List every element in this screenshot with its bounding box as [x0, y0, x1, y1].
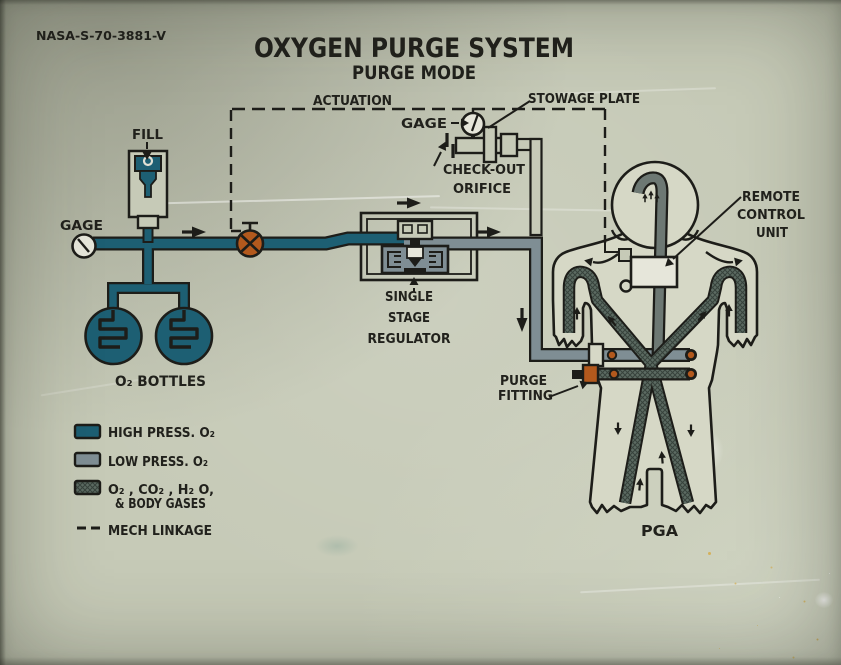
legend-swatch-body-gas [73, 479, 102, 496]
legend-swatch-low-press [73, 451, 102, 468]
checkout-gauge-assembly [445, 108, 519, 164]
remote-control-unit [603, 109, 679, 293]
legend-label-low-press: LOW PRESS. O₂ [108, 454, 208, 470]
label-rcu-3: UNIT [756, 225, 789, 241]
valve-linkage-dashed-line [229, 110, 241, 233]
label-actuation: ACTUATION [313, 93, 392, 109]
diagram-title: OXYGEN PURGE SYSTEM [254, 33, 574, 64]
flow-arrows [182, 190, 744, 491]
gauge-needle [470, 113, 480, 132]
stowage-plate [482, 125, 498, 164]
label-rcu-1: REMOTE [742, 189, 800, 205]
label-regulator-1: SINGLE [385, 289, 433, 305]
heat-exchanger-coil [169, 310, 199, 349]
purge-fitting [581, 363, 600, 385]
legend-label-body-gas-2: & BODY GASES [115, 496, 206, 512]
stowage-pointer [487, 100, 531, 129]
shutoff-valve [235, 221, 265, 258]
shoulder-arrow-right [705, 251, 734, 264]
label-fill: FILL [132, 127, 163, 143]
o2-bottle-left [84, 306, 143, 366]
label-gage-left: GAGE [60, 218, 103, 234]
spring-right [429, 251, 443, 268]
valve-handle [242, 221, 258, 230]
film-blotch [815, 592, 833, 608]
legend-label-mech-linkage: MECH LINKAGE [108, 523, 212, 539]
connector-block [499, 132, 519, 158]
label-stowage-plate: STOWAGE PLATE [528, 91, 640, 107]
helmet-feed-duct [631, 171, 669, 358]
tank-pressure-gauge [71, 233, 97, 259]
duct-nozzle [608, 368, 620, 380]
regulator-mechanism [380, 219, 450, 275]
label-regulator-3: REGULATOR [368, 331, 452, 347]
checkout-line [514, 137, 543, 237]
legend-swatch-high-press [73, 423, 102, 440]
spring-left [387, 251, 401, 268]
photo-id: NASA-S-70-3881-V [36, 28, 166, 43]
waist-fittings [572, 342, 697, 385]
label-purge-1: PURGE [500, 373, 547, 389]
purge-pointer [548, 385, 579, 398]
neck-curl-left [610, 229, 629, 241]
film-specks [708, 552, 711, 555]
high-press-pipe [93, 231, 404, 308]
suit-feed-fitting [587, 342, 605, 368]
label-regulator-2: STAGE [388, 310, 430, 326]
purge-fitting-stub [572, 370, 583, 379]
fill-valve [127, 149, 169, 243]
remote-pointer [672, 196, 742, 260]
heat-exchanger-coil [98, 310, 128, 349]
rcu-box [629, 255, 679, 289]
checkout-pointer [433, 151, 442, 167]
mech-linkage-dashed-lines [229, 107, 605, 233]
label-pointers [146, 100, 742, 398]
label-checkout-2: ORIFICE [453, 181, 511, 197]
label-checkout-1: CHECK-OUT [443, 162, 526, 178]
gauge-needle [77, 238, 90, 253]
shoulder-arrow-left [592, 253, 619, 264]
label-gage-top: GAGE [401, 116, 447, 132]
legend: HIGH PRESS. O₂ LOW PRESS. O₂ O₂ , CO₂ , … [73, 423, 215, 539]
legend-label-high-press: HIGH PRESS. O₂ [108, 425, 215, 441]
actuation-connector [604, 243, 619, 253]
label-rcu-2: CONTROL [737, 207, 805, 223]
duct-nozzle [606, 349, 618, 361]
legend-label-body-gas-1: O₂ , CO₂ , H₂ O, [108, 482, 214, 498]
label-pga: PGA [641, 522, 678, 540]
neck-curl-right [681, 229, 700, 241]
film-blotch [315, 535, 359, 557]
label-purge-2: FITTING [498, 388, 553, 404]
label-o2-bottles: O₂ BOTTLES [115, 374, 206, 390]
orifice-symbol [445, 133, 455, 158]
diagram-subtitle: PURGE MODE [352, 62, 476, 84]
o2-bottle-right [154, 306, 214, 366]
rcu-bracket [618, 248, 632, 262]
